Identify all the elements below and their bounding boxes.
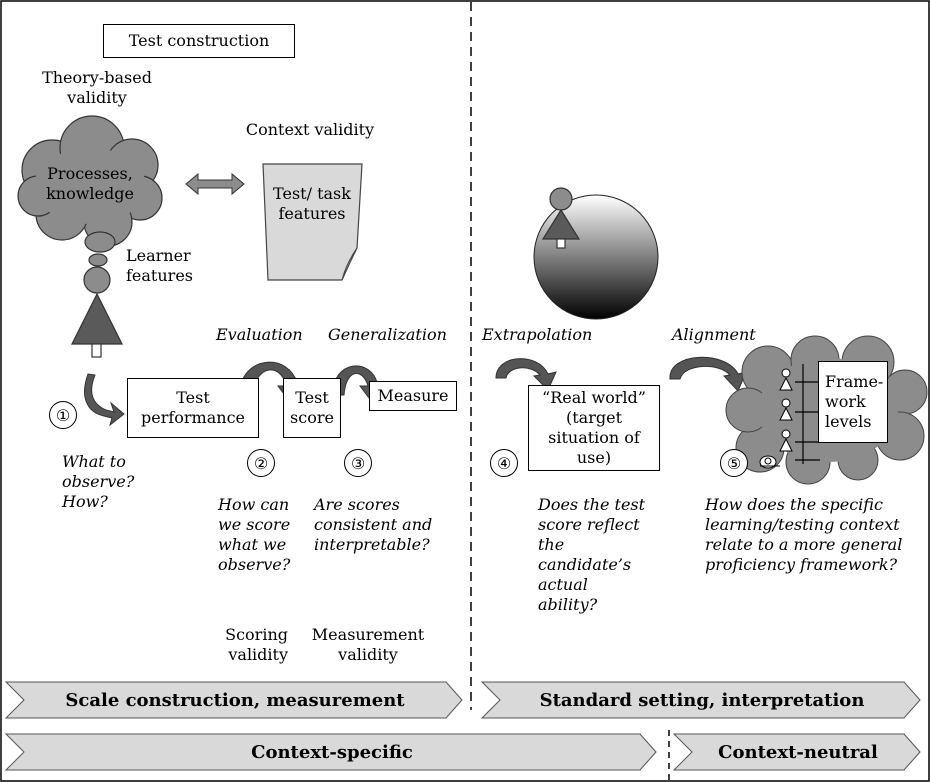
extrapolation-label: Extrapolation	[482, 325, 593, 344]
framework-box: Frame-work levels	[818, 361, 888, 443]
scoring-validity-label: Scoring validity	[225, 625, 288, 664]
extrapolation-arrow	[495, 358, 557, 391]
question-2: How can we score what we observe?	[218, 495, 291, 574]
test-score-label: Test score	[290, 388, 334, 427]
observe-arrow	[84, 373, 125, 427]
framework-label: Frame-work levels	[825, 372, 884, 431]
test-construction-label: Test construction	[128, 31, 270, 50]
step-number-3: ③	[344, 449, 372, 477]
bar-scale-construction: Scale construction, measurement	[65, 689, 405, 711]
question-1: What to observe? How?	[62, 452, 135, 511]
real-world-label: “Real world” (target situation of use)	[542, 388, 646, 467]
real-world-box: “Real world” (target situation of use)	[528, 385, 660, 471]
evaluation-label: Evaluation	[216, 325, 303, 344]
step-number-1: ①	[49, 401, 77, 429]
bar-standard-shape	[480, 681, 921, 719]
context-validity-label: Context validity	[245, 120, 375, 139]
world-figure	[541, 187, 581, 249]
question-4: Does the test score reflect the candidat…	[538, 495, 646, 614]
world-sphere	[533, 194, 659, 320]
task-features-text: Test/ task features	[273, 184, 351, 223]
learner-figure	[71, 266, 123, 358]
bar-neutral-shape	[672, 733, 921, 771]
step-number-4: ④	[490, 449, 518, 477]
bar-scale-shape	[4, 681, 463, 719]
learner-features-label: Learner features	[126, 246, 193, 285]
snail-icon	[759, 455, 780, 469]
bar-context-specific: Context-specific	[251, 741, 413, 763]
test-performance-label: Test performance	[140, 388, 245, 427]
test-performance-box: Test performance	[127, 378, 259, 438]
alignment-label: Alignment	[672, 325, 756, 344]
measure-box: Measure	[369, 381, 457, 411]
theory-validity-label: Theory-based validity	[42, 68, 152, 107]
generalization-label: Generalization	[328, 325, 447, 344]
double-arrow	[185, 172, 245, 196]
step-number-5: ⑤	[720, 449, 748, 477]
measure-label: Measure	[377, 386, 449, 405]
framework-ladder	[795, 364, 820, 464]
bar-specific-shape	[4, 733, 657, 771]
level-figures	[779, 368, 793, 452]
alignment-arrow	[669, 356, 747, 392]
bar-context-neutral: Context-neutral	[718, 741, 878, 763]
step-number-2: ②	[247, 449, 275, 477]
test-score-box: Test score	[283, 378, 341, 438]
cloud-text: Processes, knowledge	[46, 164, 134, 203]
thought-cloud	[17, 115, 163, 267]
question-3: Are scores consistent and interpretable?	[314, 495, 433, 554]
measurement-validity-label: Measurement validity	[311, 625, 425, 664]
test-construction-box: Test construction	[103, 24, 295, 58]
bar-standard-setting: Standard setting, interpretation	[539, 689, 865, 711]
question-5: How does the specific learning/testing c…	[705, 495, 903, 574]
